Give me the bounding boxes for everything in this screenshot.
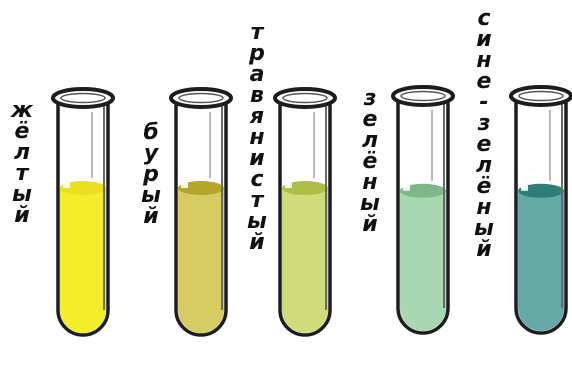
tube-rim-inner <box>400 90 446 102</box>
glass-highlight <box>521 102 528 191</box>
label-letter: а <box>249 62 265 87</box>
label-letter: - <box>479 90 489 115</box>
label-letter: н <box>476 48 492 73</box>
liquid <box>282 188 328 333</box>
liquid-surface <box>178 181 224 196</box>
label-letter: ы <box>141 183 161 208</box>
glass-highlight <box>63 104 70 189</box>
tube-rim-inner <box>178 92 224 104</box>
tube-outline <box>278 98 332 337</box>
label-letter: с <box>250 167 264 192</box>
label-letter: з <box>363 86 377 111</box>
tube-rim <box>509 85 572 107</box>
label-letter: у <box>143 141 159 166</box>
test-tube-3 <box>273 87 337 337</box>
glass-highlight <box>181 104 188 189</box>
label-letter: л <box>13 140 31 165</box>
label-letter: в <box>250 83 264 108</box>
label-letter: и <box>476 27 492 52</box>
tube-outline <box>514 96 568 335</box>
label-letter: ё <box>362 149 378 174</box>
tube-outline <box>396 96 450 335</box>
test-tube-1 <box>51 87 115 337</box>
liquid-surface <box>282 181 328 196</box>
label-letter: н <box>249 125 265 150</box>
label-letter: н <box>362 170 378 195</box>
liquid <box>518 190 564 331</box>
label-letter: ё <box>476 174 492 199</box>
test-tube-5 <box>509 85 572 335</box>
glass-highlight <box>403 102 410 191</box>
tube-rim <box>391 85 455 107</box>
liquid <box>60 188 106 333</box>
label-letter: р <box>249 41 265 66</box>
test-tube-4 <box>391 85 455 335</box>
label-letter: й <box>249 230 265 255</box>
tube-rim <box>51 87 115 109</box>
label-letter: т <box>15 161 29 186</box>
label-letter: ё <box>14 119 30 144</box>
label-letter: т <box>250 20 264 45</box>
label-letter: й <box>476 237 492 262</box>
label-letter: я <box>249 104 265 129</box>
label-letter: ы <box>247 209 267 234</box>
label-letter: й <box>143 204 159 229</box>
tube-rim <box>169 87 233 109</box>
label-letter: л <box>475 153 493 178</box>
label-letter: й <box>14 203 30 228</box>
label-letter: з <box>477 111 491 136</box>
label-letter: ы <box>360 191 380 216</box>
test-tube-2 <box>169 87 233 337</box>
label-letter: е <box>362 107 378 132</box>
label-letter: л <box>361 128 379 153</box>
label-letter: ы <box>12 182 32 207</box>
label-letter: н <box>476 195 492 220</box>
label-letter: и <box>249 146 265 171</box>
glass-highlight <box>285 104 292 189</box>
liquid-surface <box>400 183 446 198</box>
label-letter: т <box>250 188 264 213</box>
liquid <box>400 190 446 331</box>
liquid-surface <box>60 181 106 196</box>
label-letter: б <box>143 120 159 145</box>
liquid-surface <box>518 183 564 198</box>
tube-rim-inner <box>60 92 106 104</box>
label-letter: ж <box>11 98 33 123</box>
label-letter: с <box>477 6 491 31</box>
label-letter: е <box>476 132 492 157</box>
liquid <box>178 188 224 333</box>
label-letter: е <box>476 69 492 94</box>
tube-rim-inner <box>518 90 564 102</box>
tube-outline <box>56 98 110 337</box>
tube-rim-inner <box>282 92 328 104</box>
tube-rim <box>273 87 337 109</box>
label-letter: р <box>143 162 159 187</box>
label-letter: й <box>362 212 378 237</box>
tube-outline <box>174 98 228 337</box>
label-letter: ы <box>474 216 494 241</box>
